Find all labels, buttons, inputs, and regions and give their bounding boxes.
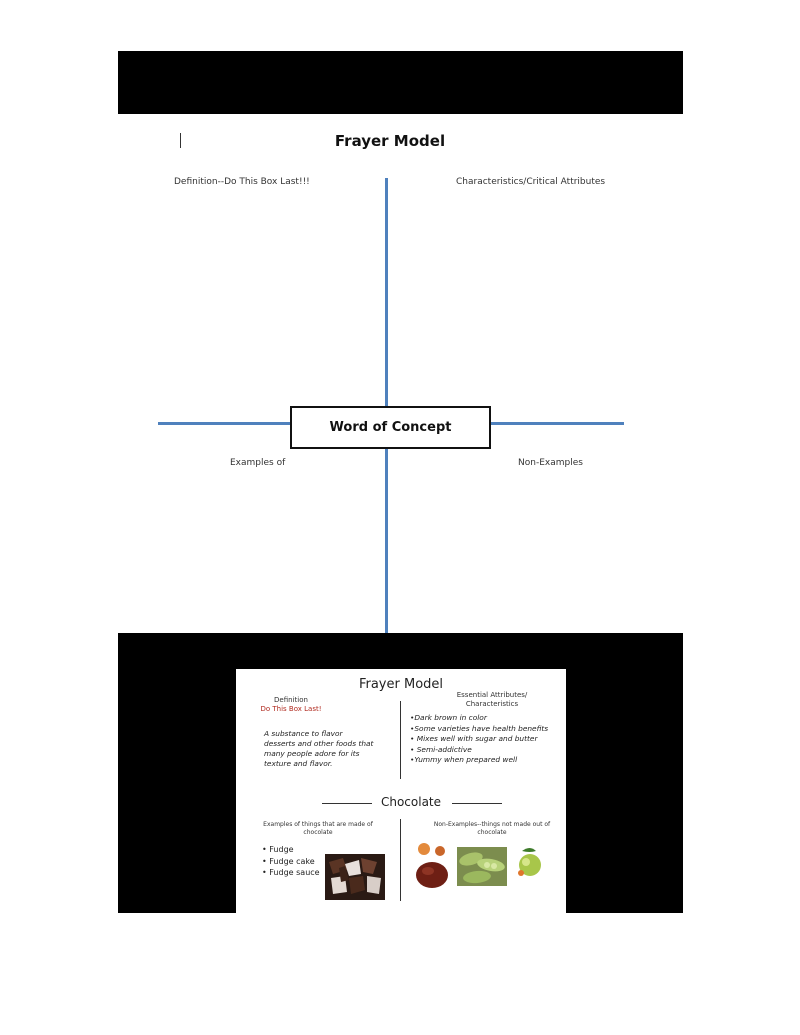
- slide-definition-sublabel: Do This Box Last!: [260, 705, 322, 713]
- slide-vertical-divider-top: [400, 701, 401, 779]
- slide-attribute-item: •Yummy when prepared well: [410, 755, 518, 765]
- slide-example-item: • Fudge sauce: [262, 868, 320, 877]
- slide-attribute-item: • Mixes well with sugar and butter: [410, 734, 538, 744]
- slide-attributes-label: Essential Attributes/ Characteristics: [432, 691, 552, 709]
- slide-attribute-item: • Semi-addictive: [410, 744, 472, 754]
- slide-examples-label: Examples of things that are made of choc…: [263, 821, 373, 836]
- definition-label: Definition--Do This Box Last!!!: [174, 177, 310, 187]
- edamame-photo: [457, 847, 507, 886]
- nonexamples-label: Non-Examples: [518, 458, 583, 468]
- characteristics-label: Characteristics/Critical Attributes: [456, 177, 606, 187]
- slide-attributes-label-line2: Characteristics: [465, 700, 519, 708]
- examples-label: Examples of: [230, 458, 286, 468]
- slide-attributes-label-line1: Essential Attributes/: [456, 691, 528, 699]
- top-black-banner: [118, 51, 683, 114]
- slide-example-item: • Fudge: [262, 845, 294, 854]
- vertical-axis-top: [385, 178, 388, 406]
- template-title-text: Frayer Model: [334, 132, 446, 150]
- slide-word: Chocolate: [380, 795, 442, 809]
- slide-examples-list: • Fudge • Fudge cake • Fudge sauce: [262, 844, 320, 879]
- slide-attribute-item: •Dark brown in color: [410, 713, 487, 722]
- text-cursor: [180, 133, 181, 148]
- slide-definition-text: A substance to flavor desserts and other…: [264, 729, 374, 768]
- vertical-axis-bottom: [385, 449, 388, 633]
- slide-definition-label-text: Definition: [274, 696, 308, 704]
- liver-photo: [414, 841, 452, 891]
- slide-horizontal-divider-left: [322, 803, 372, 804]
- fruit-photo: [512, 845, 546, 881]
- fudge-photo: [325, 854, 385, 900]
- slide-attribute-item: •Some varieties have health benefits: [410, 723, 549, 733]
- concept-label: Word of Concept: [329, 420, 452, 435]
- slide-nonexamples-label: Non-Examples--things not made out of cho…: [433, 821, 551, 836]
- slide-horizontal-divider-right: [452, 803, 502, 804]
- slide-attributes-list: •Dark brown in color •Some varieties hav…: [410, 713, 560, 766]
- template-title: Frayer Model: [0, 131, 800, 150]
- slide-definition-label: Definition Do This Box Last!: [246, 696, 336, 714]
- example-slide: Frayer Model Definition Do This Box Last…: [236, 669, 566, 913]
- slide-example-item: • Fudge cake: [262, 856, 315, 866]
- horizontal-axis-left: [158, 422, 290, 425]
- horizontal-axis-right: [491, 422, 624, 425]
- slide-vertical-divider-bottom: [400, 819, 401, 901]
- concept-box: Word of Concept: [290, 406, 491, 449]
- slide-title: Frayer Model: [358, 677, 444, 692]
